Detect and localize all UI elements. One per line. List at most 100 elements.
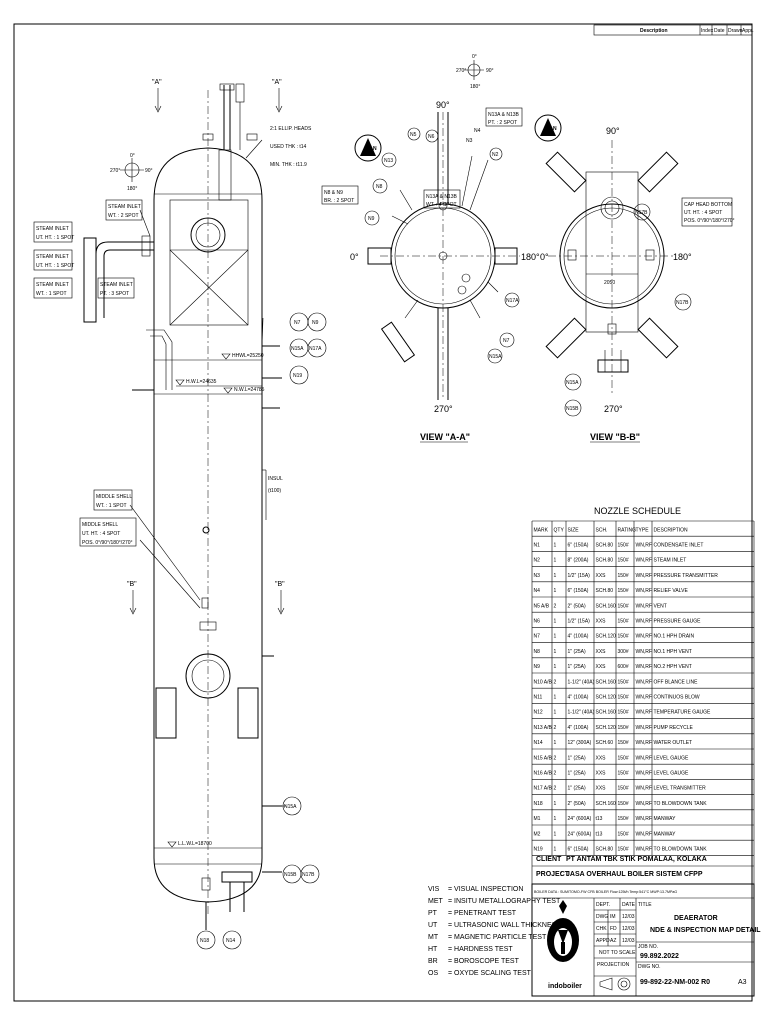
schedule-cell: 1" (25A) [568, 771, 587, 777]
view-a-compass-180: 180° [470, 84, 480, 90]
schedule-cell: SCH.80 [596, 588, 614, 594]
schedule-cell: 24" (600A) [568, 831, 592, 837]
heads-note-2: USED THK : t14 [270, 144, 307, 150]
project-info: CLIENT : PT ANTAM TBK STIK POMALAA, KOLA… [536, 856, 707, 878]
schedule-cell: SCH.120 [596, 725, 617, 731]
appd-label: APPD [596, 938, 610, 944]
client-sep: : [558, 856, 560, 863]
steam-inlet-wt-1: STEAM INLET [108, 204, 141, 210]
schedule-cell: N9 [534, 664, 541, 670]
view-b-dim: 2050 [604, 280, 615, 286]
view-b-90: 90° [606, 126, 620, 136]
heads-note-1: 2:1 ELLIP. HEADS [270, 126, 312, 132]
vessel-labels: "A" "A" "B" "B" 0° 90° 180° 270° 2:1 ELL… [33, 79, 327, 950]
legend-os-key: OS [428, 970, 438, 977]
schedule-cell: XXS [596, 771, 607, 777]
schedule-cell: 600# [618, 664, 629, 670]
view-a-180: 180° [521, 252, 540, 262]
section-b-left: "B" [127, 581, 137, 588]
schedule-cell: 1 [554, 695, 557, 701]
schedule-cell: WN,RF [636, 634, 652, 640]
schedule-cell: WN,RF [636, 755, 652, 761]
view-a-tag-n9: N9 [368, 216, 375, 222]
view-b-box-1: CAP HEAD BOTTOM [684, 202, 732, 208]
schedule-cell: 150# [618, 588, 629, 594]
legend-ht-key: HT [428, 946, 438, 953]
schedule-cell: t13 [596, 831, 603, 837]
client-label: CLIENT [536, 856, 562, 863]
section-a-right: "A" [272, 79, 282, 86]
tag-n15a-upper: N15A [291, 346, 304, 352]
middle-shell-1-a: MIDDLE SHELL [96, 494, 132, 500]
view-a-box-n13-2: PT. : 2 SPOT [488, 120, 517, 126]
schedule-cell: 150# [618, 619, 629, 625]
schedule-cell: WN,RF [636, 619, 652, 625]
vessel-compass-270: 270° [110, 168, 120, 174]
tag-n18: N18 [200, 938, 209, 944]
schedule-cell: WN,RF [636, 679, 652, 685]
north-arrow-b [534, 114, 562, 142]
view-b-270: 270° [604, 404, 623, 414]
schedule-cell: 1" (25A) [568, 755, 587, 761]
title-label: TITLE [638, 902, 652, 908]
schedule-cell: 300# [618, 649, 629, 655]
schedule-cell: PRESSURE GAUGE [654, 619, 702, 625]
level-llwl: L.L.W.L=18700 [178, 841, 212, 847]
schedule-header: SIZE [568, 527, 580, 533]
tag-n15a-lower: N15A [284, 804, 297, 810]
view-b-title: VIEW "B-B" [590, 432, 640, 442]
view-a-tag-n3: N3 [466, 138, 473, 144]
schedule-cell: TO BLOWDOWN TANK [654, 801, 708, 807]
view-a-compass-270: 270° [456, 68, 466, 74]
schedule-cell: WN,RF [636, 558, 652, 564]
schedule-cell: 1 [554, 831, 557, 837]
projection-symbol [599, 977, 631, 991]
schedule-cell: SCH.160 [596, 603, 617, 609]
schedule-cell: 2 [554, 603, 557, 609]
schedule-cell: LEVEL GAUGE [654, 755, 689, 761]
view-b-box-2: UT. HT. : 4 SPOT [684, 210, 722, 216]
insul-label: INSUL [268, 476, 283, 482]
schedule-cell: 150# [618, 755, 629, 761]
chk-value: FD [610, 926, 617, 932]
schedule-cell: N11 [534, 695, 543, 701]
schedule-cell: 1 [554, 740, 557, 746]
view-b-tag-n15b: N15B [566, 406, 579, 412]
schedule-cell: XXS [596, 573, 607, 579]
schedule-cell: N13 A/B [534, 725, 553, 731]
schedule-cell: WATER OUTLET [654, 740, 693, 746]
tag-n7: N7 [294, 320, 301, 326]
tag-n17a-upper: N17A [309, 346, 322, 352]
view-a-box-center-1: N13A & N13B [426, 194, 458, 200]
schedule-cell: N12 [534, 710, 543, 716]
title-line-1: DEAERATOR [674, 915, 718, 922]
schedule-cell: XXS [596, 649, 607, 655]
schedule-cell: RELIEF VALVE [654, 588, 689, 594]
nozzle-schedule-grid [531, 520, 755, 884]
dwg-no-value: 99-892-22-NM-002 R0 [640, 979, 710, 986]
schedule-cell: N18 [534, 801, 543, 807]
schedule-cell: 150# [618, 740, 629, 746]
north-arrow-a [354, 134, 382, 162]
schedule-cell: N4 [534, 588, 541, 594]
schedule-cell: 1 [554, 649, 557, 655]
schedule-cell: PRESSURE TRANSMITTER [654, 573, 719, 579]
job-label: JOB NO. [638, 944, 658, 950]
schedule-cell: 150# [618, 816, 629, 822]
steam-inlet-1-a: STEAM INLET [36, 226, 69, 232]
schedule-cell: 150# [618, 847, 629, 853]
section-b-right: "B" [275, 581, 285, 588]
schedule-cell: 1 [554, 801, 557, 807]
legend-vis-value: = VISUAL INSPECTION [448, 886, 523, 893]
view-b-tag-n17b-1: N17B [635, 210, 648, 216]
schedule-cell: 2" (50A) [568, 801, 587, 807]
steam-inlet-3-a: STEAM INLET [36, 282, 69, 288]
steam-inlet-2-a: STEAM INLET [36, 254, 69, 260]
view-a-box-n8-2: BR. : 2 SPOT [324, 198, 354, 204]
steam-inlet-1-b: UT. HT. : 1 SPOT [36, 235, 74, 241]
tag-n17b-lower: N17B [302, 872, 315, 878]
schedule-cell: 2 [554, 725, 557, 731]
middle-shell-2-c: POS. 0°/90°/180°/270° [82, 540, 133, 546]
